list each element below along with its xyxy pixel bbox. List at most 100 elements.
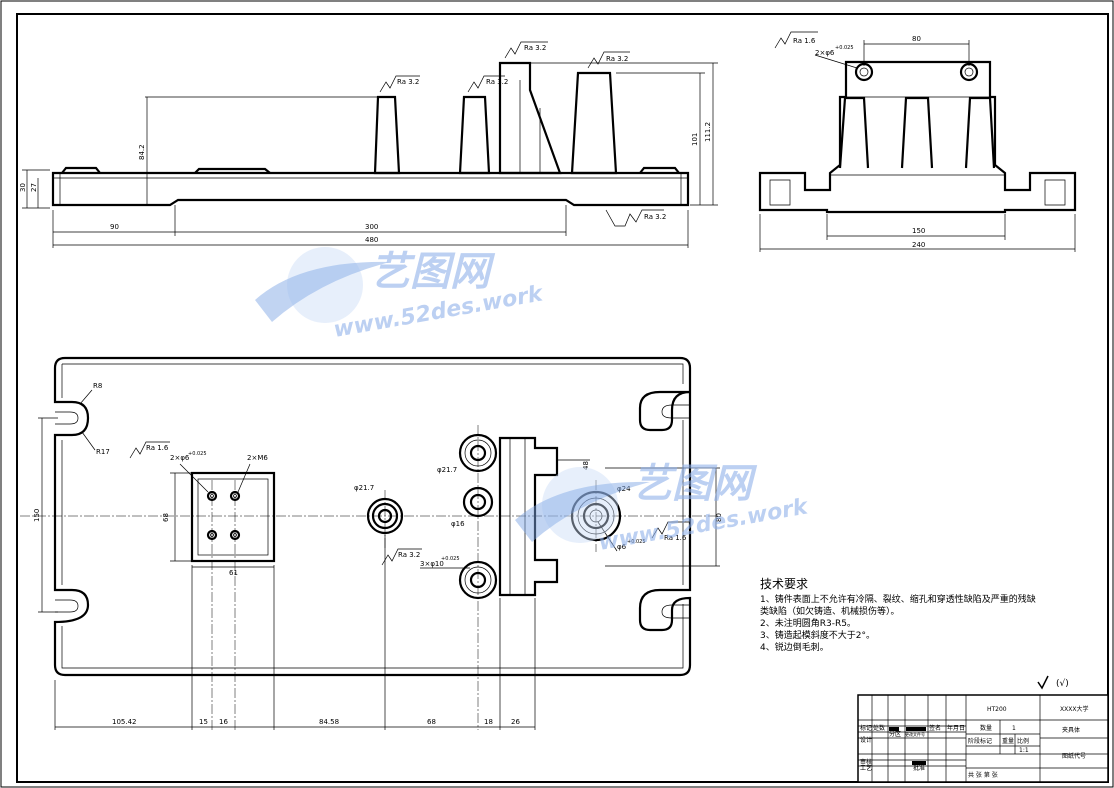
dim-bottom: 16 bbox=[219, 718, 228, 726]
roughness-symbol: Ra 3.2 bbox=[379, 75, 420, 93]
pin-hole-callout: φ6 bbox=[617, 543, 627, 551]
dim-d21-7: φ21.7 bbox=[437, 466, 457, 474]
svg-text:(√): (√) bbox=[1056, 678, 1069, 689]
svg-text:分区: 分区 bbox=[889, 730, 901, 738]
front-post-1 bbox=[373, 95, 401, 175]
side-view: 80 150 240 Ra 1.6 2×φ6 +0.025 bbox=[758, 31, 1077, 252]
dim-r8: R8 bbox=[93, 382, 102, 390]
top-view: 105.42 15 16 84.58 68 18 26 150 68 61 80… bbox=[20, 356, 723, 730]
sheet-inner-border bbox=[16, 13, 1109, 783]
holes-callout: 2×φ6 bbox=[170, 454, 190, 462]
side-body-outline bbox=[758, 60, 1077, 214]
svg-text:审核: 审核 bbox=[860, 758, 872, 766]
roughness-symbol: Ra 3.2 bbox=[381, 548, 422, 566]
dim-101: 101 bbox=[691, 133, 699, 146]
svg-text:Ra 3.2: Ra 3.2 bbox=[398, 551, 420, 559]
dim-d24: φ24 bbox=[617, 485, 631, 493]
part-name: 夹具体 bbox=[1062, 726, 1080, 734]
front-post-2 bbox=[458, 95, 491, 175]
technical-requirements: 技术要求 1、铸件表面上不允许有冷隔、裂纹、缩孔和穿透性缺陷及严重的残缺 类缺陷… bbox=[760, 577, 1036, 653]
svg-text:处数: 处数 bbox=[873, 724, 885, 732]
roughness-symbol: Ra 3.2 bbox=[504, 41, 548, 59]
dim-27: 27 bbox=[30, 183, 38, 192]
dim-48: 48 bbox=[582, 461, 590, 470]
svg-text:Ra 3.2: Ra 3.2 bbox=[486, 78, 508, 86]
svg-text:+0.025: +0.025 bbox=[835, 45, 854, 51]
roughness-symbol: Ra 1.6 bbox=[774, 31, 818, 49]
bracket-plan bbox=[498, 436, 559, 597]
side-post-1 bbox=[838, 96, 870, 169]
material: HT200 bbox=[987, 706, 1007, 713]
svg-text:签名: 签名 bbox=[929, 724, 941, 732]
svg-text:+0.025: +0.025 bbox=[441, 556, 460, 562]
dim-d21-7-center: φ21.7 bbox=[354, 484, 374, 492]
roughness-symbol: Ra 1.6 bbox=[129, 441, 170, 459]
dim-bottom: 15 bbox=[199, 718, 208, 726]
dim-84-2: 84.2 bbox=[138, 144, 146, 160]
dim-300: 300 bbox=[365, 223, 378, 231]
scale-label: 比例 bbox=[1017, 737, 1029, 745]
side-post-2 bbox=[900, 96, 934, 169]
svg-text:批准: 批准 bbox=[913, 764, 925, 772]
svg-text:更改文件号: 更改文件号 bbox=[905, 731, 925, 737]
general-roughness-mark: (√) bbox=[1037, 675, 1069, 690]
svg-text:+0.025: +0.025 bbox=[627, 539, 646, 545]
dim-30: 30 bbox=[19, 183, 27, 192]
dim-r17: R17 bbox=[96, 448, 110, 456]
side-post-3 bbox=[964, 96, 996, 169]
front-post-bracket bbox=[498, 61, 562, 175]
holes-10-callout: 3×φ10 bbox=[420, 560, 444, 568]
dim-bottom: 68 bbox=[427, 718, 436, 726]
drawing-number: 图纸代号 bbox=[1062, 752, 1086, 760]
school-name: XXXX大学 bbox=[1060, 705, 1088, 713]
dim-111-2: 111.2 bbox=[704, 122, 712, 142]
front-base-outline bbox=[51, 171, 690, 207]
svg-text:+0.025: +0.025 bbox=[188, 451, 207, 457]
side-pin-callout: 2×φ6 bbox=[815, 49, 835, 57]
dim-80: 80 bbox=[912, 35, 921, 43]
roughness-symbol: Ra 3.2 bbox=[467, 75, 508, 93]
svg-text:Ra 3.2: Ra 3.2 bbox=[644, 213, 666, 221]
svg-text:Ra 3.2: Ra 3.2 bbox=[606, 55, 628, 63]
svg-text:标记: 标记 bbox=[860, 724, 872, 732]
svg-text:工艺: 工艺 bbox=[860, 764, 872, 772]
svg-text:艺图网: 艺图网 bbox=[370, 249, 496, 295]
top-base-outline bbox=[53, 356, 692, 677]
dim-240: 240 bbox=[912, 241, 925, 249]
dim-61: 61 bbox=[229, 569, 238, 577]
notes-title: 技术要求 bbox=[760, 577, 808, 591]
title-block: HT200 XXXX大学 数量 1 夹具体 阶段标记 重量 比例 1:1 图纸代… bbox=[857, 694, 1109, 783]
roughness-symbol: Ra 1.6 bbox=[651, 521, 690, 542]
svg-text:设计: 设计 bbox=[860, 736, 872, 744]
sheet-count: 共 张 第 张 bbox=[968, 771, 998, 779]
dim-bottom: 105.42 bbox=[112, 718, 137, 726]
svg-text:年月日: 年月日 bbox=[947, 724, 965, 732]
dim-80-right: 80 bbox=[715, 513, 723, 522]
stage-label: 阶段标记 bbox=[968, 737, 992, 745]
note-line: 4、锐边倒毛刺。 bbox=[760, 641, 829, 653]
front-post-3 bbox=[570, 71, 618, 175]
dim-480: 480 bbox=[365, 236, 378, 244]
scale-value: 1:1 bbox=[1019, 747, 1029, 754]
note-line: 1、铸件表面上不允许有冷隔、裂纹、缩孔和穿透性缺陷及严重的残缺 bbox=[760, 593, 1036, 605]
svg-text:Ra 1.6: Ra 1.6 bbox=[664, 534, 687, 542]
dim-bottom: 18 bbox=[484, 718, 493, 726]
square-boss bbox=[190, 471, 276, 563]
svg-text:Ra 3.2: Ra 3.2 bbox=[397, 78, 419, 86]
note-line: 2、未注明圆角R3-R5。 bbox=[760, 617, 856, 629]
dim-68-vertical: 68 bbox=[162, 513, 170, 522]
qty-label: 数量 bbox=[980, 724, 992, 732]
weight-label: 重量 bbox=[1002, 737, 1014, 745]
dim-150: 150 bbox=[912, 227, 925, 235]
svg-text:Ra 1.6: Ra 1.6 bbox=[793, 37, 816, 45]
dim-150-left: 150 bbox=[33, 509, 41, 522]
dim-d16: φ16 bbox=[451, 520, 465, 528]
thread-callout: 2×M6 bbox=[247, 454, 268, 462]
roughness-symbol: Ra 3.2 bbox=[587, 51, 630, 69]
dim-90: 90 bbox=[110, 223, 119, 231]
roughness-symbol: Ra 3.2 bbox=[605, 209, 666, 227]
svg-text:Ra 1.6: Ra 1.6 bbox=[146, 444, 169, 452]
dim-bottom: 26 bbox=[511, 718, 520, 726]
